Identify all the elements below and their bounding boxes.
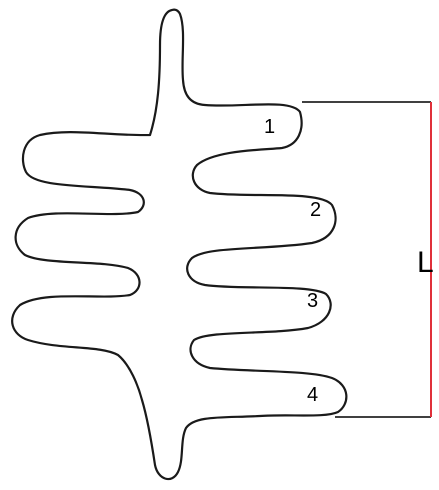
lobe-label-1: 1: [264, 116, 275, 138]
dimension-label: L: [417, 246, 434, 279]
lobe-label-4: 4: [307, 384, 318, 406]
organism-outline: [12, 10, 346, 479]
lobe-label-3: 3: [307, 290, 318, 312]
lobe-label-2: 2: [310, 199, 321, 221]
